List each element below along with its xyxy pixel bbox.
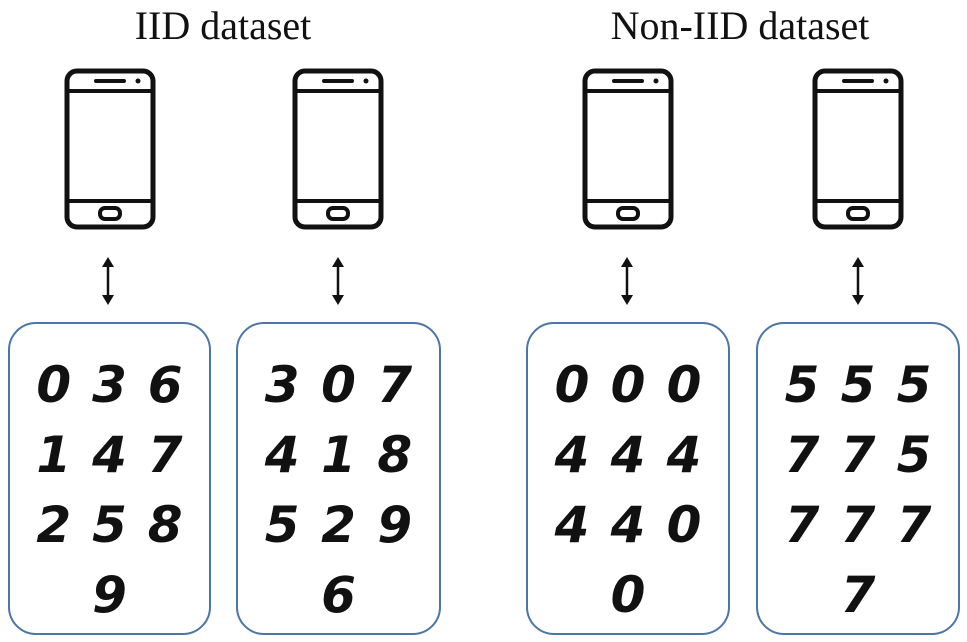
bidirectional-arrow-icon (328, 257, 348, 305)
smartphone-icon (582, 68, 674, 230)
handwritten-digit: 7 (840, 426, 876, 484)
handwritten-digit: 4 (610, 426, 646, 484)
handwritten-digit: 4 (666, 426, 702, 484)
handwritten-digit: 0 (610, 356, 646, 414)
handwritten-digit: 8 (377, 426, 413, 484)
handwritten-digit: 0 (666, 356, 702, 414)
handwritten-digit: 3 (92, 356, 127, 414)
handwritten-digit: 6 (321, 566, 356, 624)
handwritten-digit: 7 (840, 496, 876, 554)
bidirectional-arrow-icon (617, 257, 637, 305)
handwritten-digit: 5 (840, 356, 876, 414)
smartphone-icon (292, 68, 384, 230)
handwritten-digit: 7 (784, 496, 820, 554)
handwritten-digit: 4 (92, 426, 127, 484)
handwritten-digit: 3 (264, 356, 300, 414)
handwritten-digit: 7 (840, 566, 876, 624)
handwritten-digit: 7 (896, 496, 932, 554)
handwritten-digit: 7 (377, 356, 413, 414)
non-iid-dataset-title: Non-IID dataset (610, 3, 870, 48)
handwritten-digit: 9 (92, 566, 127, 624)
handwritten-digit: 0 (36, 356, 72, 414)
handwritten-digit: 5 (92, 496, 127, 554)
bidirectional-arrow-icon (848, 257, 868, 305)
handwritten-digit: 0 (554, 356, 590, 414)
handwritten-digit: 0 (666, 496, 702, 554)
handwritten-digit: 2 (321, 496, 356, 554)
handwritten-digit: 7 (147, 426, 183, 484)
handwritten-digit: 1 (321, 426, 356, 484)
handwritten-digit: 4 (610, 496, 646, 554)
handwritten-digit: 7 (784, 426, 820, 484)
handwritten-digit: 0 (610, 566, 646, 624)
handwritten-digit: 1 (36, 426, 72, 484)
handwritten-digit: 5 (784, 356, 820, 414)
bidirectional-arrow-icon (98, 257, 118, 305)
handwritten-digit: 6 (147, 356, 183, 414)
handwritten-digit: 4 (554, 496, 590, 554)
smartphone-icon (64, 68, 156, 230)
handwritten-digit: 5 (896, 356, 932, 414)
handwritten-digit: 4 (264, 426, 300, 484)
handwritten-digit: 5 (264, 496, 300, 554)
iid-dataset-title: IID dataset (134, 3, 312, 48)
handwritten-digit: 9 (377, 496, 413, 554)
handwritten-digit: 5 (896, 426, 932, 484)
handwritten-digit: 0 (321, 356, 356, 414)
handwritten-digit: 8 (147, 496, 183, 554)
smartphone-icon (812, 68, 904, 230)
handwritten-digit: 4 (554, 426, 590, 484)
handwritten-digit: 2 (36, 496, 72, 554)
